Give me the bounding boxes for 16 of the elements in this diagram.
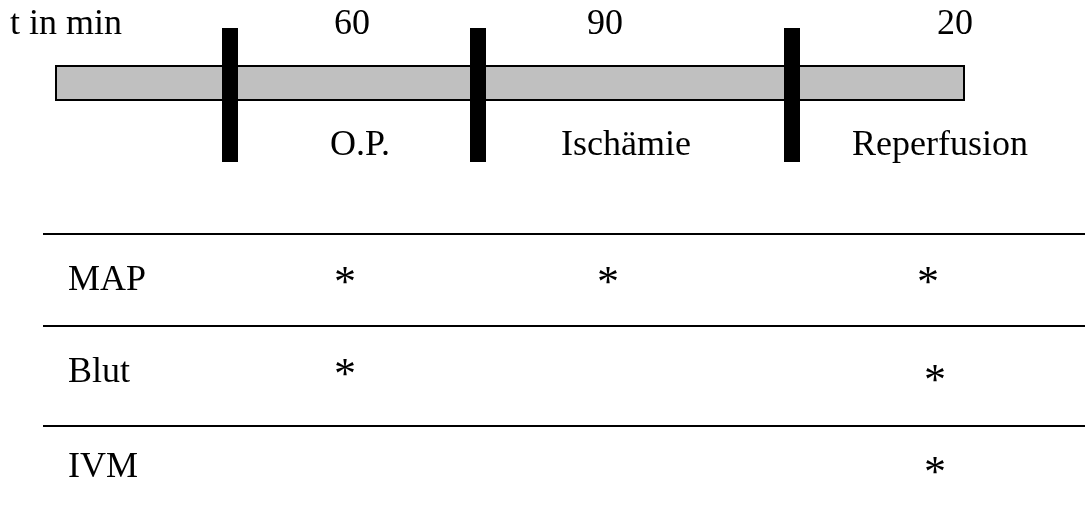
phase-label: Reperfusion — [852, 123, 1028, 163]
duration-label: 60 — [334, 2, 370, 42]
duration-label: 90 — [587, 2, 623, 42]
phase-label: Ischämie — [561, 123, 691, 163]
asterisk-mark: * — [924, 360, 946, 400]
duration-label: 20 — [937, 2, 973, 42]
asterisk-mark: * — [924, 452, 946, 492]
axis-label: t in min — [10, 2, 122, 42]
asterisk-mark: * — [597, 262, 619, 302]
row-header: Blut — [68, 350, 130, 390]
row-header: MAP — [68, 258, 147, 298]
asterisk-mark: * — [334, 262, 356, 302]
phase-label: O.P. — [330, 123, 390, 163]
asterisk-mark: * — [334, 354, 356, 394]
row-header: IVM — [68, 445, 138, 485]
asterisk-mark: * — [917, 262, 939, 302]
